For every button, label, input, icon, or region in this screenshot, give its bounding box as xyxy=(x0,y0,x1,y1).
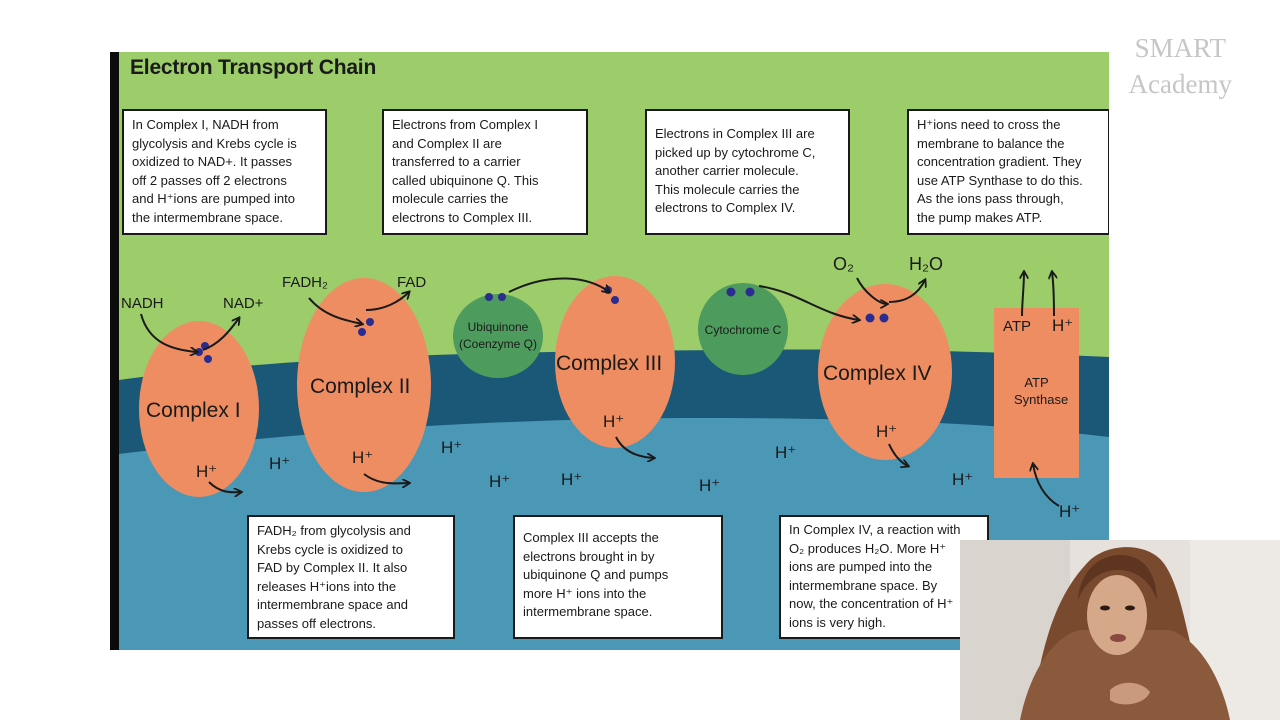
o2-label: O₂ xyxy=(833,254,854,274)
slide-left-border xyxy=(110,52,119,650)
proton-label: H⁺ xyxy=(561,470,583,489)
etc-diagram: Electron Transport Chain In Complex I, N… xyxy=(119,52,1109,650)
proton-label: H⁺ xyxy=(952,470,974,489)
info-box-ubiquinone: Electrons from Complex I and Complex II … xyxy=(382,109,588,235)
proton-label: H⁺ xyxy=(876,422,898,441)
atp-synthase-label: ATP Synthase xyxy=(1014,375,1069,407)
proton-label: H⁺ xyxy=(603,412,625,431)
watermark: SMART Academy xyxy=(1129,30,1232,102)
proton-label: H⁺ xyxy=(489,472,511,491)
presenter-video xyxy=(960,540,1280,720)
complex-ii-label: Complex II xyxy=(310,375,411,398)
cytochrome-c-label: Cytochrome C xyxy=(704,323,782,337)
complex-iii xyxy=(555,276,675,448)
watermark-line1: SMART xyxy=(1134,33,1226,63)
watermark-line2: Academy xyxy=(1128,69,1232,99)
proton-label: H⁺ xyxy=(699,476,721,495)
complex-iv-label: Complex IV xyxy=(823,362,932,385)
complex-i-label: Complex I xyxy=(146,399,241,422)
proton-label: H⁺ xyxy=(1059,502,1081,521)
fad-label: FAD xyxy=(397,274,427,291)
fadh2-label: FADH₂ xyxy=(282,274,328,291)
ubiquinone-label: Ubiquinone (Coenzyme Q) xyxy=(458,320,538,351)
info-box-complex-ii: FADH₂ from glycolysis and Krebs cycle is… xyxy=(247,515,455,639)
electrons xyxy=(195,286,889,363)
webcam-overlay xyxy=(960,540,1280,720)
complex-ii xyxy=(297,278,431,492)
info-box-complex-i: In Complex I, NADH from glycolysis and K… xyxy=(122,109,327,235)
atp-label: ATP xyxy=(1003,318,1032,335)
complex-iv xyxy=(818,284,952,460)
proton-label: H⁺ xyxy=(269,454,291,473)
proton-label: H⁺ xyxy=(775,443,797,462)
info-box-cytochrome: Electrons in Complex III are picked up b… xyxy=(645,109,850,235)
complex-iii-label: Complex III xyxy=(556,352,663,375)
nad-label: NAD+ xyxy=(223,295,264,312)
complex-i xyxy=(139,321,259,497)
proton-label: H⁺ xyxy=(1052,316,1074,335)
atp-synthase xyxy=(994,308,1079,478)
proton-label: H⁺ xyxy=(196,462,218,481)
cytochrome-c-carrier xyxy=(698,283,788,375)
flow-arrows xyxy=(140,272,1060,507)
info-box-complex-iii: Complex III accepts the electrons brough… xyxy=(513,515,723,639)
info-box-complex-iv: In Complex IV, a reaction with O₂ produc… xyxy=(779,515,989,639)
info-box-atp-synthase: H⁺ions need to cross the membrane to bal… xyxy=(907,109,1109,235)
proton-label: H⁺ xyxy=(352,448,374,467)
diagram-title: Electron Transport Chain xyxy=(130,56,377,79)
nadh-label: NADH xyxy=(121,295,164,312)
ubiquinone-carrier xyxy=(453,294,543,378)
proton-label: H⁺ xyxy=(441,438,463,457)
h2o-label: H₂O xyxy=(909,254,943,274)
